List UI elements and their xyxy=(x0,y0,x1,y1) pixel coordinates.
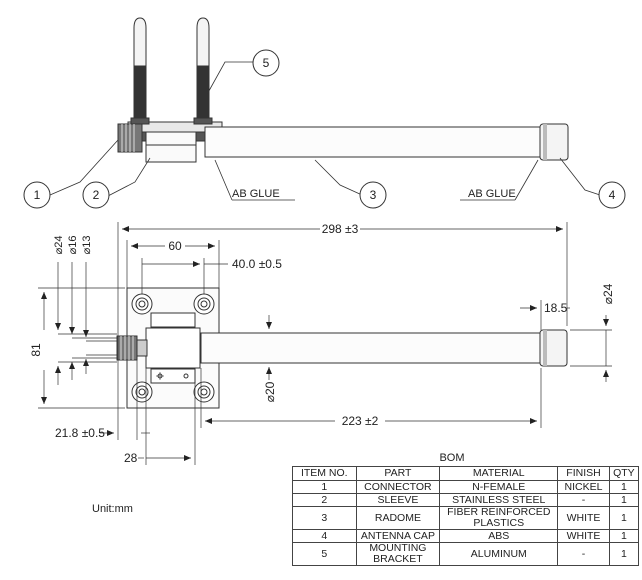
bolt-heads xyxy=(131,293,215,403)
svg-text:1: 1 xyxy=(34,188,41,202)
bom-header-item-no: ITEM NO. xyxy=(292,466,357,481)
dim-223: 223 ±2 xyxy=(342,414,379,428)
bom-cell: WHITE xyxy=(557,506,610,530)
dimension-lines xyxy=(38,222,612,465)
dim-dia-24-right: ⌀24 xyxy=(601,283,615,304)
callout-4: 4 xyxy=(598,181,626,209)
bom-cell: ANTENNA CAP xyxy=(355,529,441,543)
bom-cell: 1 xyxy=(608,506,640,530)
radome-side xyxy=(204,126,542,158)
bom-cell: WHITE xyxy=(557,529,610,543)
svg-text:5: 5 xyxy=(263,56,270,70)
bom-cell: 4 xyxy=(292,529,357,543)
bom-cell: 3 xyxy=(292,506,357,530)
ab-glue-label-right: AB GLUE xyxy=(468,188,516,200)
sleeve-side xyxy=(145,131,197,163)
bom-header-qty: QTY xyxy=(608,466,640,481)
svg-text:4: 4 xyxy=(609,188,616,202)
dim-dia-24: ⌀24 xyxy=(53,236,65,255)
bom-cell: 1 xyxy=(608,542,640,566)
bom-header-part: PART xyxy=(355,466,441,481)
dimension-labels: 298 ±3 60 40.0 ±0.5 81 ⌀24 ⌀16 ⌀13 18.5 … xyxy=(29,222,615,465)
unit-label: Unit:mm xyxy=(92,503,133,515)
bom-cell: 2 xyxy=(292,493,357,507)
radome-top xyxy=(200,332,542,364)
bom-cell: - xyxy=(557,542,610,566)
bom-cell: 1 xyxy=(292,480,357,494)
bom-cell: RADOME xyxy=(355,506,441,530)
side-view xyxy=(117,17,569,163)
bom-row: 2 SLEEVE STAINLESS STEEL - 1 xyxy=(292,493,640,507)
bom-table: ITEM NO. PART MATERIAL FINISH QTY 1 CONN… xyxy=(292,466,640,566)
bom-cell: STAINLESS STEEL xyxy=(439,493,559,507)
dim-overall-length: 298 ±3 xyxy=(322,222,359,236)
bom-cell: 1 xyxy=(608,529,640,543)
dim-dia-16: ⌀16 xyxy=(67,236,79,255)
bom-cell: CONNECTOR xyxy=(355,480,441,494)
dim-dia-13: ⌀13 xyxy=(81,236,93,255)
dim-21-8: 21.8 ±0.5 xyxy=(55,426,105,440)
bom-cell: MOUNTING BRACKET xyxy=(355,542,441,566)
bom-title: BOM xyxy=(439,452,465,464)
callout-leaders xyxy=(49,61,601,201)
dim-28: 28 xyxy=(124,451,138,465)
dim-81: 81 xyxy=(29,343,43,357)
dim-dia-20: ⌀20 xyxy=(263,381,277,402)
bom-cell: SLEEVE xyxy=(355,493,441,507)
callout-3: 3 xyxy=(359,181,387,209)
bom-cell: NICKEL xyxy=(557,480,610,494)
svg-text:2: 2 xyxy=(93,188,100,202)
bom-header-finish: FINISH xyxy=(557,466,610,481)
ab-glue-label-left: AB GLUE xyxy=(232,188,280,200)
bom-cell: 1 xyxy=(608,480,640,494)
dim-60: 60 xyxy=(168,239,182,253)
bom-row: 5 MOUNTING BRACKET ALUMINUM - 1 xyxy=(292,542,640,566)
bom-row: 4 ANTENNA CAP ABS WHITE 1 xyxy=(292,529,640,543)
bom-header-material: MATERIAL xyxy=(439,466,559,481)
top-view xyxy=(116,287,568,409)
bom-row: 1 CONNECTOR N-FEMALE NICKEL 1 xyxy=(292,480,640,494)
callout-2: 2 xyxy=(82,181,110,209)
bom-row: 3 RADOME FIBER REINFORCED PLASTICS WHITE… xyxy=(292,506,640,530)
bom-cell: ABS xyxy=(439,529,559,543)
callout-bubbles: 1 2 3 4 5 xyxy=(23,49,626,209)
callout-1: 1 xyxy=(23,181,51,209)
bom-cell: 5 xyxy=(292,542,357,566)
dim-18-5: 18.5 xyxy=(544,301,568,315)
sleeve-top xyxy=(145,327,201,369)
callout-5: 5 xyxy=(252,49,280,77)
dim-40: 40.0 ±0.5 xyxy=(232,257,282,271)
bom-header-row: ITEM NO. PART MATERIAL FINISH QTY xyxy=(292,466,640,481)
connector-top xyxy=(116,335,138,361)
bom-cell: FIBER REINFORCED PLASTICS xyxy=(439,506,559,530)
u-bolt xyxy=(133,17,210,130)
bom-cell: ALUMINUM xyxy=(439,542,559,566)
svg-text:3: 3 xyxy=(370,188,377,202)
bom-cell: - xyxy=(557,493,610,507)
bom-cell: 1 xyxy=(608,493,640,507)
bom-cell: N-FEMALE xyxy=(439,480,559,494)
